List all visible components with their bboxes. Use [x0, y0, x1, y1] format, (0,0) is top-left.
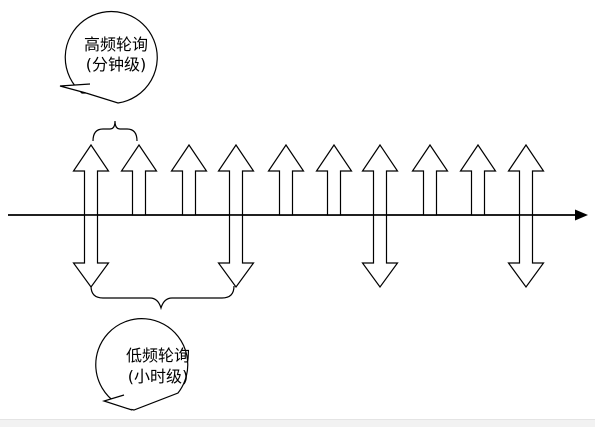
bubble-low-subtitle: (小时级): [128, 367, 189, 386]
low-frequency-arrows: [72, 214, 545, 289]
speech-bubble-low: 低频轮询 (小时级): [95, 318, 190, 411]
bubble-high-subtitle: (分钟级): [86, 55, 147, 74]
up-arrow-icon-8: [411, 143, 449, 216]
down-arrow-icon-3: [361, 214, 399, 289]
up-arrow-icon-6: [315, 143, 353, 216]
up-arrow-icon-7: [361, 143, 399, 216]
up-arrow-icon-2: [120, 143, 158, 216]
bubble-high-title: 高频轮询: [84, 35, 148, 54]
down-arrow-icon-1: [72, 214, 110, 289]
high-frequency-arrows: [72, 143, 545, 216]
up-arrow-icon-1: [72, 143, 110, 216]
up-arrow-icon-9: [459, 143, 497, 216]
up-arrow-icon-3: [170, 143, 208, 216]
up-arrow-icon-5: [267, 143, 305, 216]
bottom-scrollbar-strip: [0, 419, 595, 427]
up-arrow-icon-4: [217, 143, 255, 216]
speech-bubble-high: 高频轮询 (分钟级): [59, 10, 158, 104]
bottom-brace-icon: [90, 285, 235, 311]
down-arrow-icon-2: [217, 214, 255, 289]
top-brace-icon: [92, 120, 138, 142]
up-arrow-icon-10: [507, 143, 545, 216]
down-arrow-icon-4: [507, 214, 545, 289]
bubble-low-title: 低频轮询: [126, 346, 190, 365]
